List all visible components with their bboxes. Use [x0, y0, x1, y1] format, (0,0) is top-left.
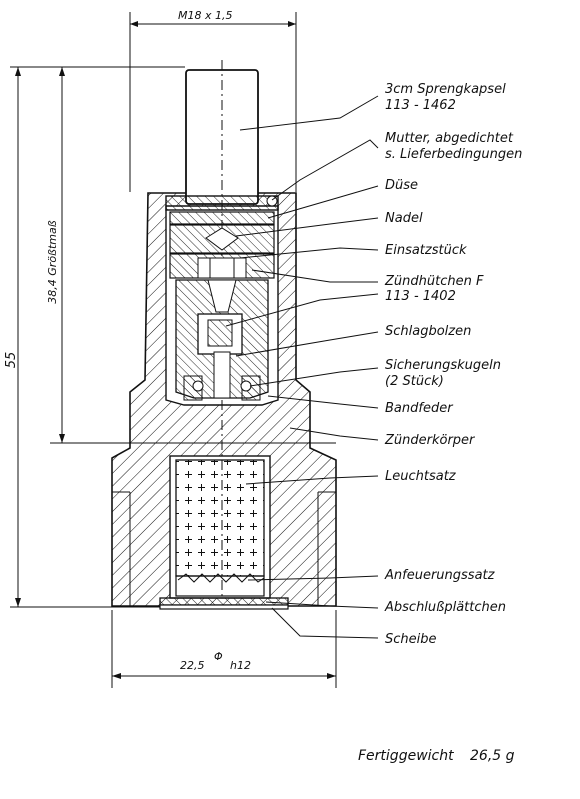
label-abschlussplaettchen: Abschlußplättchen [384, 600, 506, 615]
tolerance-label: h12 [230, 659, 251, 672]
leader-lines [225, 95, 379, 639]
height-dimensions: 55 38,4 Größtmaß [4, 66, 185, 608]
diameter-dimension: 22,5 Φ h12 [111, 610, 337, 688]
diameter-symbol: Φ [214, 650, 223, 663]
diameter-label: 22,5 [180, 659, 205, 672]
part-labels: 3cm Sprengkapsel 113 - 1462 Mutter, abge… [384, 82, 522, 647]
label-bandfeder: Bandfeder [385, 401, 454, 416]
illuminant-charge [159, 459, 289, 610]
label-einsatzstueck: Einsatzstück [385, 243, 467, 258]
label-zuenderkoerper: Zünderkörper [384, 433, 476, 448]
thread-dim-label: M18 x 1,5 [178, 9, 232, 22]
label-anfeuerungssatz: Anfeuerungssatz [384, 568, 496, 583]
thread-dimension: M18 x 1,5 [129, 9, 297, 192]
label-scheibe: Scheibe [385, 632, 437, 647]
label-sicherungskugeln: Sicherungskugeln [385, 358, 501, 373]
label-sicherungskugeln-count: (2 Stück) [385, 374, 444, 389]
label-duese: Düse [385, 178, 418, 193]
label-sprengkapsel-nr: 113 - 1462 [385, 98, 456, 113]
label-mutter-note: s. Lieferbedingungen [385, 147, 522, 162]
label-zuendhuetchen: Zündhütchen F [384, 274, 484, 289]
nut [165, 195, 279, 211]
height-max-label: 38,4 Größtmaß [46, 220, 59, 303]
label-leuchtsatz: Leuchtsatz [385, 469, 457, 484]
label-zuendhuetchen-nr: 113 - 1402 [385, 289, 456, 304]
label-nadel: Nadel [385, 211, 423, 226]
label-schlagbolzen: Schlagbolzen [385, 324, 471, 339]
weight-value: 26,5 g [470, 748, 515, 764]
height-total-label: 55 [4, 352, 19, 369]
weight-note: Fertiggewicht 26,5 g [358, 748, 515, 764]
weight-label: Fertiggewicht [358, 748, 454, 764]
label-mutter: Mutter, abgedichtet [385, 131, 514, 146]
label-sprengkapsel: 3cm Sprengkapsel [385, 82, 506, 97]
nozzle-assembly [169, 211, 275, 401]
